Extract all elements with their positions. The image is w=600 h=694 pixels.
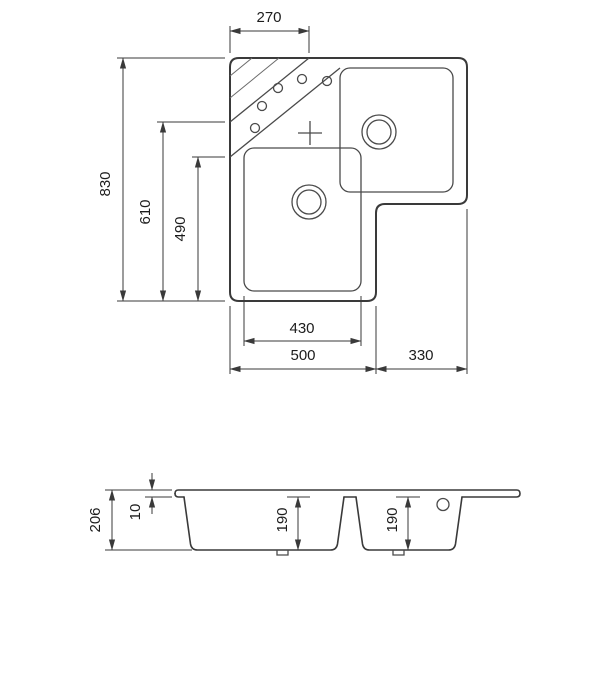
right-drain-stub [392,550,405,556]
dim-overall-height: 206 [87,489,192,551]
left-bowl-profile [183,496,345,551]
section-view: 206 10 190 190 [87,473,521,556]
dim-610-label: 610 [137,199,154,224]
dim-bowl-to-bottom: 490 [172,156,225,302]
sink-outline [229,57,468,302]
dim-top-edge-label: 270 [256,9,281,26]
dim-left-bowl-depth: 190 [274,496,310,551]
dim-830-label: 830 [97,171,114,196]
dim-190-right-label: 190 [384,507,401,532]
dim-top-edge: 270 [229,9,310,53]
right-bowl-profile [355,496,463,551]
drainer-edge-lines [229,57,341,158]
dim-430-label: 430 [289,320,314,337]
dim-10-label: 10 [127,504,144,521]
dim-490-label: 490 [172,216,189,241]
dim-right-section: 330 [375,209,468,374]
dim-right-bowl-depth: 190 [384,496,420,551]
corner-drainer-grooves [229,57,280,99]
bottom-bowl [243,147,362,292]
right-bowl [339,67,454,193]
tap-hole-circles [249,73,333,134]
dim-bowl-width: 430 [243,296,362,346]
dim-330-label: 330 [408,347,433,364]
dim-left-section: 500 [229,306,377,374]
bottom-bowl-drain-icon [291,184,327,220]
tap-hole-cross-icon [298,121,322,145]
dim-190-left-label: 190 [274,507,291,532]
rim-profile [174,489,521,498]
dim-rim-height: 10 [127,473,172,520]
right-bowl-drain-icon [361,114,397,150]
dim-206-label: 206 [87,507,104,532]
overflow-hole-icon [436,497,450,512]
plan-view: 270 830 610 490 430 [97,9,468,374]
dim-500-label: 500 [290,347,315,364]
dim-drainer-to-bottom: 610 [137,121,225,302]
left-drain-stub [276,550,289,556]
dim-overall-depth: 830 [97,57,225,302]
